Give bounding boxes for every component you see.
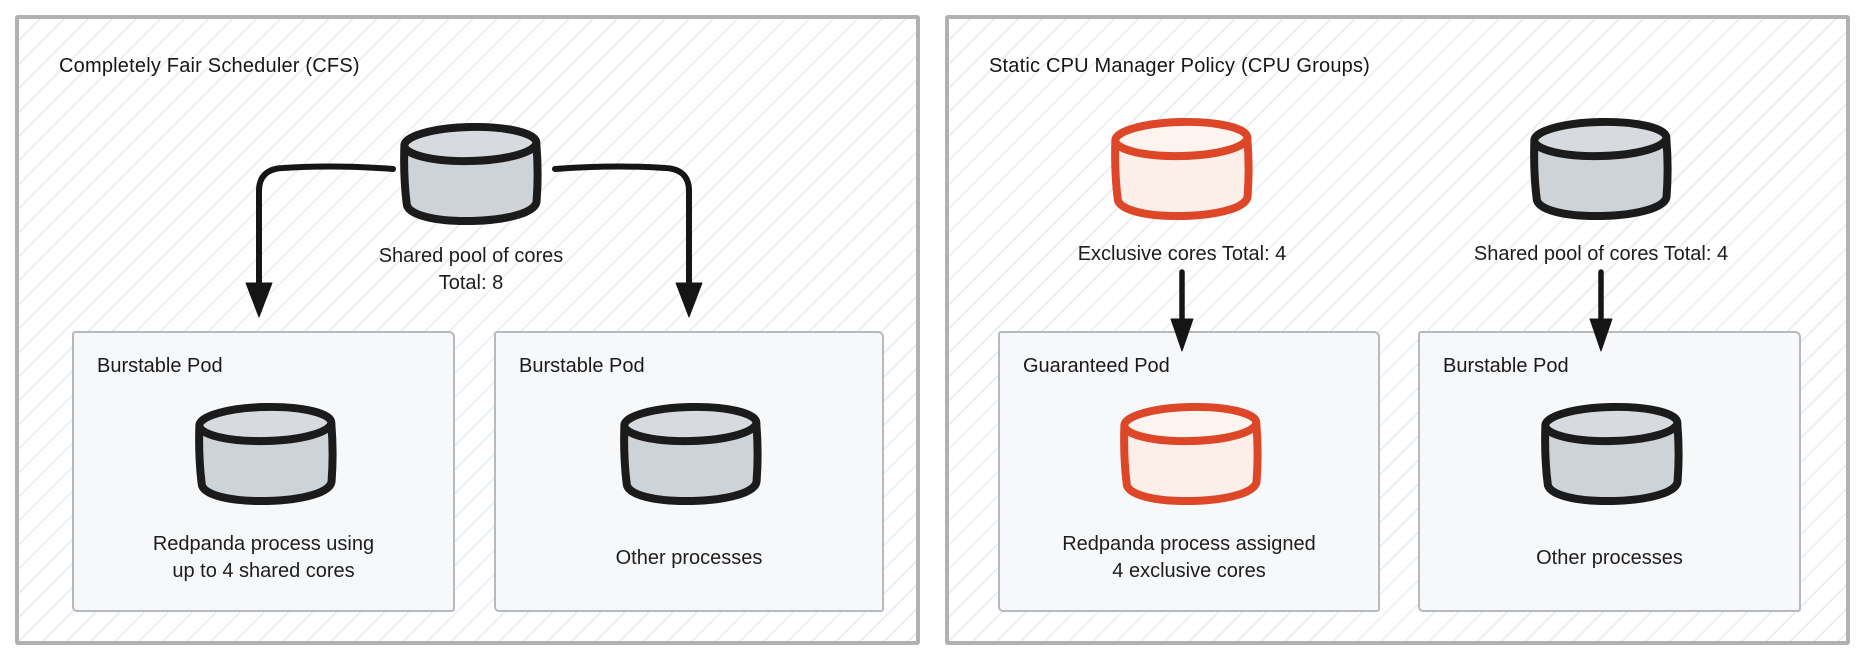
pod-title: Burstable Pod <box>97 355 223 377</box>
pod-caption-line1: Other processes <box>1536 546 1683 569</box>
arrow-down-icon <box>1589 269 1613 352</box>
pod-caption-line2: 4 exclusive cores <box>1112 560 1266 582</box>
elbow-arrow-left-icon <box>245 163 396 318</box>
burstable-pod-other-box: Burstable Pod Other processes <box>494 331 884 612</box>
pod-exclusive-cores-cylinder-icon <box>1120 402 1262 505</box>
shared-pool-label: Shared pool of cores Total: 8 <box>291 241 651 299</box>
static-cpu-panel: Static CPU Manager Policy (CPU Groups) E… <box>945 15 1850 645</box>
pod-title: Burstable Pod <box>1443 355 1569 377</box>
shared-pool-label-line1: Shared pool of cores <box>378 245 564 267</box>
exclusive-cores-label: Exclusive cores Total: 4 <box>1077 242 1287 265</box>
pod-cores-cylinder-icon <box>620 402 762 505</box>
pod-title: Guaranteed Pod <box>1023 355 1170 377</box>
pod-caption-line1: Redpanda process assigned <box>1062 533 1316 555</box>
exclusive-cores-cylinder-icon <box>1111 117 1253 220</box>
pod-caption-line2: up to 4 shared cores <box>172 560 355 582</box>
pod-title: Burstable Pod <box>519 355 645 377</box>
cfs-panel-title: Completely Fair Scheduler (CFS) <box>59 55 360 77</box>
cfs-panel: Completely Fair Scheduler (CFS) Shared p… <box>15 15 920 645</box>
pod-caption: Other processes <box>1420 525 1799 591</box>
elbow-arrow-right-icon <box>552 163 703 318</box>
guaranteed-pod-box: Guaranteed Pod Redpanda process assigned… <box>998 331 1380 612</box>
static-cpu-panel-title: Static CPU Manager Policy (CPU Groups) <box>989 55 1371 77</box>
shared-pool-cylinder-icon <box>1530 117 1672 220</box>
burstable-pod-redpanda-box: Burstable Pod Redpanda process using up … <box>72 331 455 612</box>
shared-pool-label: Shared pool of cores Total: 4 <box>1473 242 1729 265</box>
shared-pool-total: Total: 8 <box>438 272 504 294</box>
pod-caption: Redpanda process assigned 4 exclusive co… <box>1000 525 1378 591</box>
pod-caption: Redpanda process using up to 4 shared co… <box>74 525 453 591</box>
pod-caption-line1: Redpanda process using <box>152 533 375 555</box>
pod-caption: Other processes <box>496 525 882 591</box>
pod-caption-line1: Other processes <box>615 546 763 569</box>
pod-cores-cylinder-icon <box>1541 402 1683 505</box>
pod-cores-cylinder-icon <box>195 402 337 505</box>
arrow-down-icon <box>1170 269 1194 352</box>
burstable-pod-other-box: Burstable Pod Other processes <box>1418 331 1801 612</box>
shared-pool-cylinder-icon <box>400 122 542 225</box>
